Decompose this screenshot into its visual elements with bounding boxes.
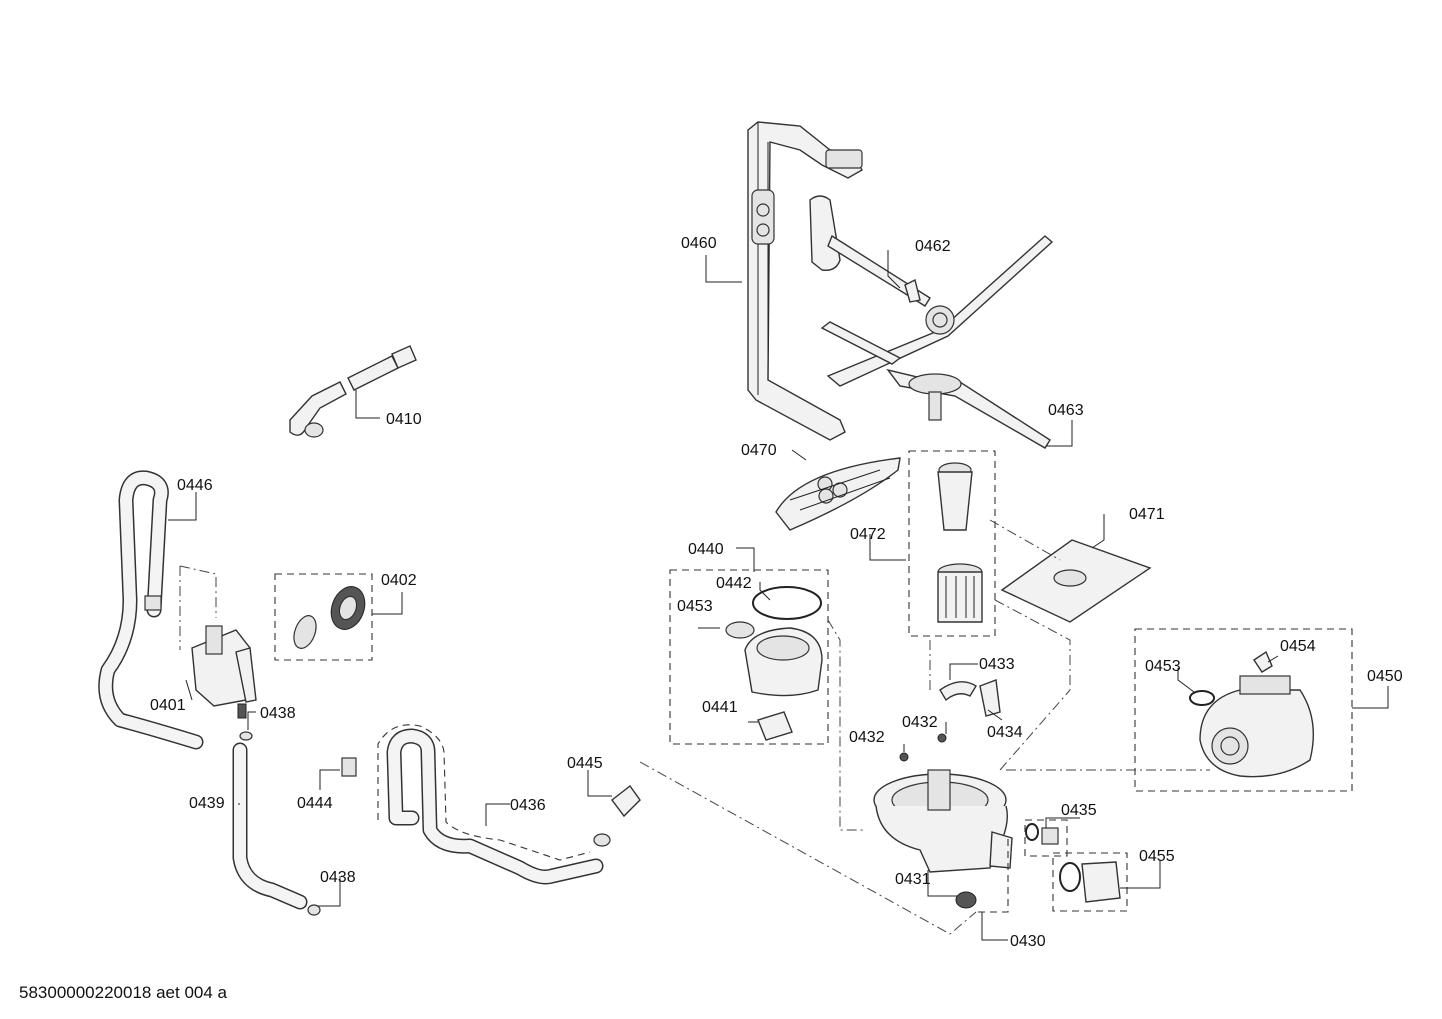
label-0401: 0401	[150, 697, 186, 714]
part-0410-hose[interactable]	[289, 345, 417, 438]
label-0436: 0436	[510, 797, 546, 814]
label-0434: 0434	[987, 724, 1023, 741]
label-0432-a: 0432	[902, 714, 938, 731]
part-0463-lower-spray-arm[interactable]	[886, 368, 1051, 449]
label-0439: 0439	[189, 795, 225, 812]
label-0432-b: 0432	[849, 729, 885, 746]
part-0472-filter[interactable]	[937, 462, 983, 623]
part-0441-pump-housing[interactable]	[744, 627, 823, 741]
part-0462-upper-spray-arm[interactable]	[809, 195, 1054, 387]
label-0463: 0463	[1048, 402, 1084, 419]
part-0434-sensor[interactable]	[979, 679, 1001, 717]
part-0450-heat-pump[interactable]	[1199, 675, 1315, 778]
label-0444: 0444	[297, 795, 333, 812]
label-0433: 0433	[979, 656, 1015, 673]
label-0462: 0462	[915, 238, 951, 255]
label-0430: 0430	[1010, 933, 1046, 950]
label-0438-bottom: 0438	[320, 869, 356, 886]
label-0471: 0471	[1129, 506, 1165, 523]
part-0453-clamp[interactable]	[725, 621, 755, 639]
label-0450: 0450	[1367, 668, 1403, 685]
part-0430-sump[interactable]	[873, 769, 1013, 873]
part-0402-pump-cover[interactable]	[290, 582, 371, 652]
part-0436-hose[interactable]	[377, 724, 611, 885]
label-0442: 0442	[716, 575, 752, 592]
part-0454-clip[interactable]	[1253, 650, 1273, 673]
label-0445: 0445	[567, 755, 603, 772]
part-labels: 0460 0462 0463 0470 0410 0446 0402 0401 …	[150, 235, 1403, 950]
label-0446: 0446	[177, 477, 213, 494]
part-0435-seal[interactable]	[1025, 823, 1059, 845]
leader-lines	[168, 250, 1389, 941]
label-0460: 0460	[681, 235, 717, 252]
part-0439-hose[interactable]	[232, 731, 321, 916]
part-0470-microfilter[interactable]	[775, 457, 901, 531]
label-0435: 0435	[1061, 802, 1097, 819]
part-0445-connector[interactable]	[611, 784, 641, 818]
label-0453-b: 0453	[1145, 658, 1181, 675]
drawing-code: 58300000220018 aet 004 a	[19, 983, 228, 1002]
label-0455: 0455	[1139, 848, 1175, 865]
part-0471-sieve-plate[interactable]	[1000, 539, 1152, 623]
label-0410: 0410	[386, 411, 422, 428]
part-0433-bracket[interactable]	[939, 681, 977, 702]
part-0431-nozzle[interactable]	[955, 891, 977, 909]
part-0401-drain-pump[interactable]	[191, 625, 257, 719]
part-0453-clamp-b[interactable]	[1189, 690, 1215, 706]
part-0442-seal-ring[interactable]	[752, 586, 822, 620]
part-0455-pressure-sensor[interactable]	[1059, 861, 1121, 903]
label-0453-a: 0453	[677, 598, 713, 615]
label-0402: 0402	[381, 572, 417, 589]
part-0444-clip[interactable]	[341, 757, 357, 777]
part-0446-drain-hose[interactable]	[98, 470, 204, 750]
label-0470: 0470	[741, 442, 777, 459]
label-0441: 0441	[702, 699, 738, 716]
part-0432-screws[interactable]	[899, 733, 947, 762]
label-0472: 0472	[850, 526, 886, 543]
label-0454: 0454	[1280, 638, 1316, 655]
label-0431: 0431	[895, 871, 931, 888]
label-0440: 0440	[688, 541, 724, 558]
label-0438-top: 0438	[260, 705, 296, 722]
part-0460-supply-tube[interactable]	[747, 121, 863, 441]
